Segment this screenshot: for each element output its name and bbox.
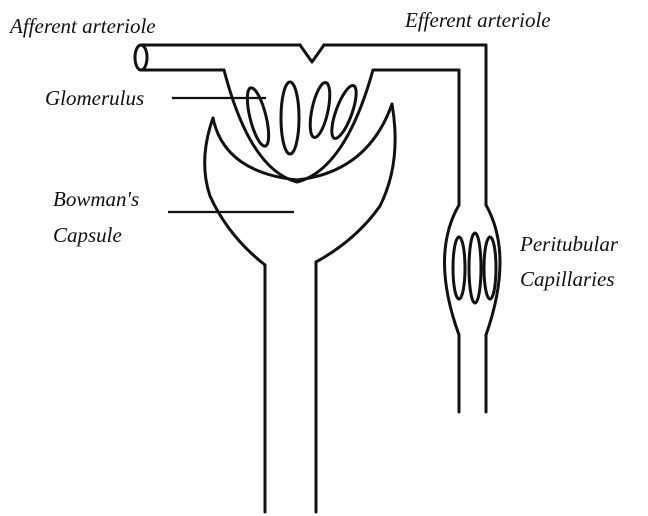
peritubular-loop-1 (453, 237, 465, 299)
peritubular-label-line1: Peritubular (519, 232, 619, 256)
glomerulus-loop-1 (243, 86, 273, 148)
bowmans-capsule-label-line2: Capsule (53, 223, 122, 247)
renal-tubule (265, 262, 316, 512)
afferent-arteriole-label: Afferent arteriole (8, 14, 156, 38)
glomerulus-loop-3 (306, 81, 333, 139)
efferent-arteriole-label: Efferent arteriole (404, 8, 551, 32)
peritubular-loop-2 (469, 233, 481, 303)
glomerulus-junction (224, 45, 459, 182)
peritubular-capillaries (445, 205, 501, 412)
glomerulus-loop-4 (327, 83, 361, 141)
afferent-arteriole (135, 45, 300, 70)
peritubular-loop-3 (484, 237, 496, 299)
glomerulus-loop-2 (281, 82, 299, 154)
peritubular-label-line2: Capillaries (520, 267, 615, 291)
bowmans-capsule-label-line1: Bowman's (53, 187, 139, 211)
glomerulus-label: Glomerulus (45, 86, 144, 110)
